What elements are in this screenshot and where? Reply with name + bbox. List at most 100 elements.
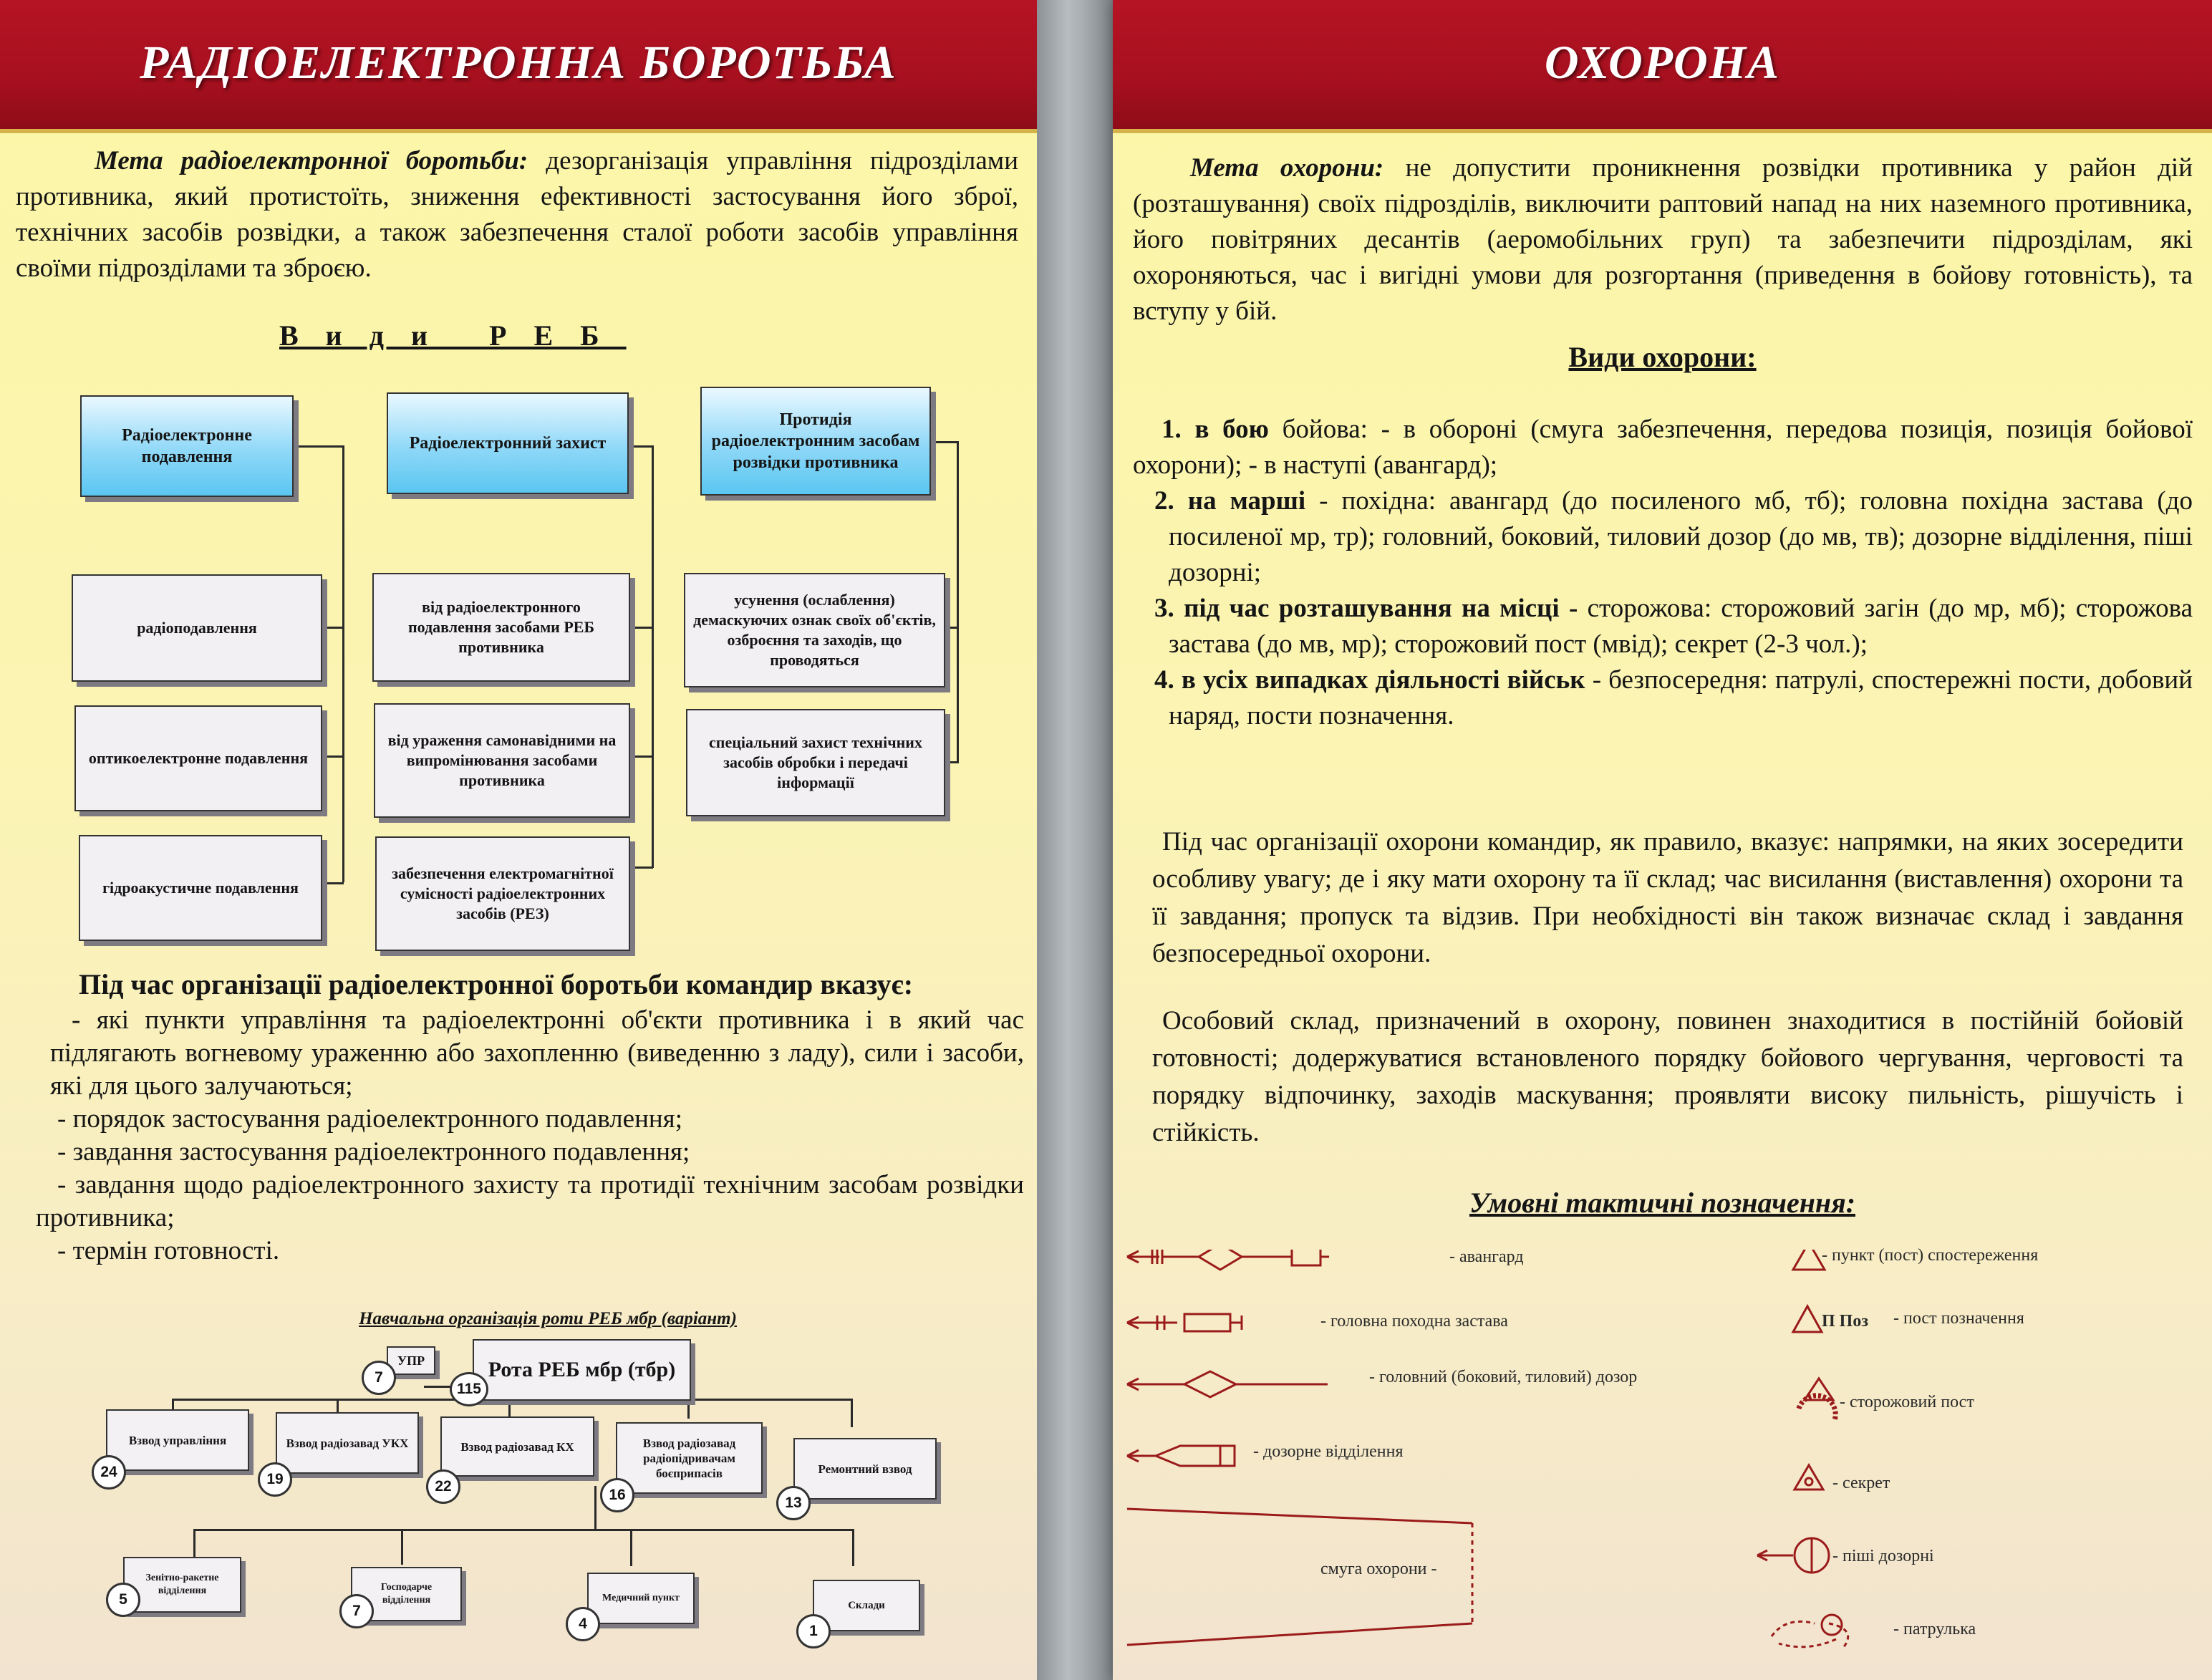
org-count: 13 — [776, 1486, 811, 1520]
top-box-protection: Радіоелектронний захист — [387, 392, 629, 494]
connector — [945, 761, 958, 763]
legend-label: - головна походна застава — [1320, 1312, 1508, 1331]
org-connector — [193, 1529, 852, 1531]
org-count: 7 — [339, 1594, 374, 1628]
org-box-platoon: Взвод радіозавад УКХ — [276, 1412, 419, 1474]
org-connector — [594, 1486, 597, 1530]
org-box-platoon: Взвод управління — [106, 1409, 249, 1471]
org-connector — [687, 1399, 690, 1419]
goal-text: дезорганізація управління підрозділами п… — [16, 146, 1019, 283]
connector — [957, 441, 959, 763]
connector — [945, 627, 958, 629]
legend-label: П Поз — [1822, 1312, 1868, 1331]
legend-label: - секрет — [1832, 1474, 1890, 1492]
org-count: 22 — [426, 1469, 460, 1504]
head-outpost-symbol — [1126, 1313, 1243, 1333]
title-banner: ОХОРОНА — [1113, 0, 2212, 133]
type-item: 1. в бою бойова: - в обороні (смуга забе… — [1133, 415, 2193, 480]
type-item: 2. на марші - похідна: авангард (до поси… — [1154, 486, 2193, 587]
connector — [629, 445, 653, 448]
observation-post-icon — [1791, 1250, 1827, 1271]
org-count: 24 — [92, 1455, 126, 1490]
legend-label: - патрулька — [1893, 1620, 1976, 1638]
poster-title: РАДІОЕЛЕКТРОННА БОРОТЬБА — [140, 37, 897, 89]
subtype-box: оптикоелектронне подавлення — [74, 705, 322, 811]
org-count: 1 — [796, 1614, 831, 1648]
legend-label: - авангард — [1449, 1247, 1524, 1266]
wall-gap — [1037, 0, 1113, 1680]
goal-lead: Мета радіоелектронної боротьби: — [95, 146, 528, 175]
designation-post-icon — [1791, 1303, 1824, 1333]
connector — [322, 882, 344, 884]
subtype-box: усунення (ослаблення) демаскуючих ознак … — [684, 573, 945, 687]
org-box-section: Склади — [813, 1580, 920, 1631]
security-types: 1. в бою бойова: - в обороні (смуга забе… — [1133, 412, 2193, 734]
org-box-platoon: Взвод радіозавад КХ — [440, 1416, 594, 1477]
org-connector — [852, 1529, 854, 1566]
org-connector — [193, 1529, 195, 1558]
subtype-box: забезпечення електромагнітної сумісності… — [375, 836, 630, 951]
org-connector — [172, 1399, 174, 1419]
org-count: 7 — [362, 1361, 396, 1395]
poster-security: ОХОРОНА Мета охорони: не допустити прони… — [1113, 0, 2212, 1680]
connector — [322, 627, 344, 629]
connector — [322, 755, 344, 758]
subtype-box: від ураження самонавідними на випромінюв… — [374, 703, 630, 818]
subtype-box: гідроакустичне подавлення — [79, 835, 322, 941]
subtype-box: від радіоелектронного подавлення засобам… — [372, 573, 630, 682]
goal-paragraph: Мета радіоелектронної боротьби: дезорган… — [16, 143, 1018, 286]
org-box-platoon: Взвод радіозавад радіопідривачам боєприп… — [616, 1422, 763, 1494]
commander-item: - термін готовності. — [57, 1236, 280, 1265]
goal-paragraph: Мета охорони: не допустити проникнення р… — [1133, 150, 2193, 329]
security-strip-symbol — [1126, 1507, 1474, 1646]
commander-paragraph: Під час організації охорони командир, як… — [1152, 827, 2183, 968]
types-heading: Види охорони: — [1568, 341, 1757, 373]
org-box-platoon: Ремонтний взвод — [793, 1438, 937, 1500]
connector — [294, 445, 344, 448]
org-box-section: Зенітно-ракетне відділення — [123, 1557, 241, 1613]
org-box-main: Рота РЕБ мбр (тбр) — [473, 1339, 691, 1401]
commander-item: - порядок застосування радіоелектронного… — [57, 1104, 682, 1134]
org-count: 19 — [258, 1462, 292, 1497]
legend-label: - сторожовий пост — [1840, 1393, 1974, 1411]
org-connector — [508, 1399, 511, 1419]
commander-section: Під час організації радіоелектронної бор… — [29, 968, 1024, 1268]
org-box-section: Медичний пункт — [587, 1573, 695, 1624]
goal-lead: Мета охорони: — [1190, 153, 1384, 183]
org-count: 115 — [450, 1372, 488, 1406]
type-item: 4. в усіх випадках діяльності військ - б… — [1154, 665, 2193, 730]
legend-label: - пункт (пост) спостереження — [1822, 1246, 2039, 1265]
connector — [931, 441, 958, 443]
legend-label: смуга охорони - — [1320, 1560, 1437, 1578]
org-connector — [630, 1529, 632, 1566]
org-count: 5 — [106, 1583, 140, 1617]
connector — [630, 866, 653, 869]
legend-label: - піші дозорні — [1832, 1547, 1934, 1565]
title-banner: РАДІОЕЛЕКТРОННА БОРОТЬБА — [0, 0, 1037, 133]
subtype-box: радіоподавлення — [72, 574, 322, 682]
goal-text: не допустити проникнення розвідки против… — [1133, 153, 2193, 326]
commander-item: - які пункти управління та радіоелектрон… — [50, 1005, 1024, 1101]
org-chart-title: Навчальна організація роти РЕБ мбр (варі… — [359, 1309, 737, 1328]
recon-squad-symbol — [1126, 1444, 1236, 1467]
patrol-route-icon — [1770, 1613, 1850, 1648]
commander-item: - завдання щодо радіоелектронного захист… — [36, 1170, 1024, 1232]
connector — [630, 755, 653, 758]
legend-symbols — [1126, 1250, 1850, 1648]
foot-patrol-icon — [1757, 1537, 1830, 1574]
type-item: 3. під час розташування на місці - сторо… — [1154, 594, 2193, 659]
org-count: 16 — [600, 1478, 634, 1512]
vanguard-symbol — [1126, 1250, 1329, 1271]
types-title: Види РЕБ — [279, 319, 627, 352]
subtype-box: спеціальний захист технічних засобів обр… — [686, 709, 945, 816]
org-box-upr: УПР — [387, 1346, 435, 1375]
commander-heading: Під час організації радіоелектронної бор… — [79, 968, 914, 1000]
top-box-suppression: Радіоелектронне подавлення — [80, 395, 294, 497]
legend-label: - дозорне відділення — [1253, 1442, 1404, 1461]
legend-heading: Умовні тактичні позначення: — [1469, 1187, 1856, 1219]
legend-label: - пост позначення — [1893, 1309, 2024, 1328]
legend-label: - головний (боковий, тиловий) дозор — [1369, 1368, 1638, 1386]
poster-electronic-warfare: РАДІОЕЛЕКТРОННА БОРОТЬБА Мета радіоелект… — [0, 0, 1037, 1680]
connector — [342, 445, 344, 882]
connector — [652, 445, 654, 868]
